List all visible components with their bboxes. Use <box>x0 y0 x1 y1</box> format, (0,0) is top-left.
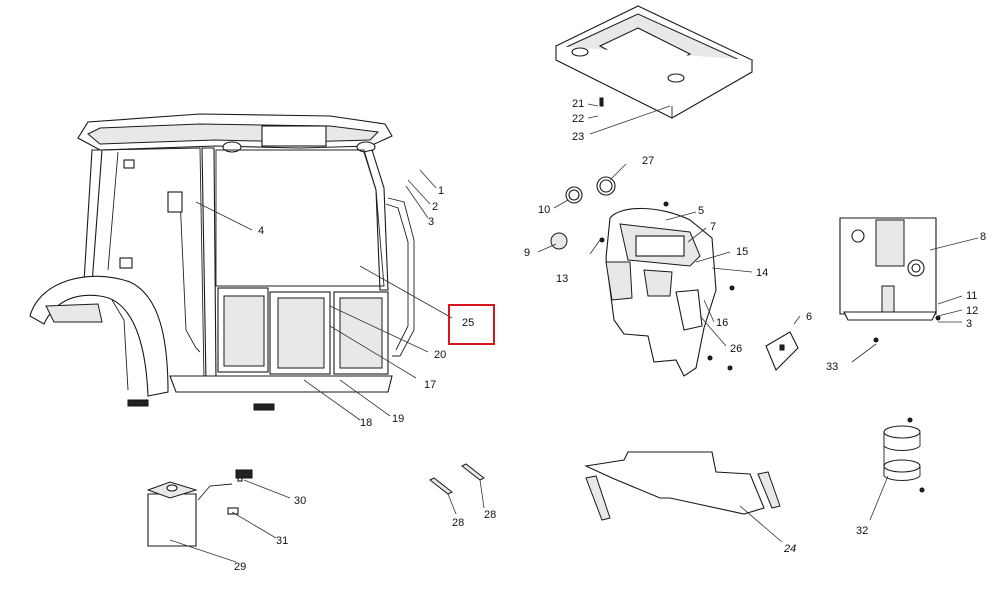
floor-mat <box>584 451 781 521</box>
callout-21: 21 <box>572 98 584 110</box>
callout-9: 9 <box>524 247 530 259</box>
callout-22: 22 <box>572 113 584 125</box>
callout-4: 4 <box>258 225 264 237</box>
dash-panel <box>599 201 735 377</box>
callout-12: 12 <box>966 305 978 317</box>
leader-lines <box>169 103 979 563</box>
access-cover <box>765 331 799 371</box>
brackets <box>429 463 485 495</box>
callout-5: 5 <box>698 205 704 217</box>
rear-panel <box>839 217 941 343</box>
callout-24: 24 <box>783 543 796 555</box>
callout-11: 11 <box>966 290 977 302</box>
roof-headliner <box>554 5 754 119</box>
callout-33: 33 <box>826 361 838 373</box>
callout-31: 31 <box>276 535 288 547</box>
callout-8: 8 <box>980 231 986 243</box>
callout-18: 18 <box>360 417 372 429</box>
gauge-rings <box>550 176 616 250</box>
callout-23: 23 <box>572 131 584 143</box>
callout-26: 26 <box>730 343 742 355</box>
callout-7: 7 <box>710 221 716 233</box>
switch-part <box>235 469 253 482</box>
callout-29: 29 <box>234 561 246 573</box>
callout-14: 14 <box>756 267 768 279</box>
callout-10: 10 <box>538 204 550 216</box>
highlight-box <box>448 304 495 345</box>
bracket-assembly <box>883 417 925 493</box>
callout-19: 19 <box>392 413 404 425</box>
reservoir <box>146 481 239 547</box>
callout-16: 16 <box>716 317 728 329</box>
callout-30: 30 <box>294 495 306 507</box>
cab-assembly <box>29 113 415 411</box>
callout-labels: 1 2 3 4 5 6 7 8 9 10 11 12 3 13 14 15 16… <box>234 98 986 573</box>
callout-13: 13 <box>556 273 568 285</box>
callout-6: 6 <box>806 311 812 323</box>
callout-15: 15 <box>736 246 748 258</box>
callout-32: 32 <box>856 525 868 537</box>
callout-1: 1 <box>438 185 444 197</box>
callout-28b: 28 <box>484 509 496 521</box>
callout-28a: 28 <box>452 517 464 529</box>
callout-20: 20 <box>434 349 446 361</box>
callout-2: 2 <box>432 201 438 213</box>
callout-17: 17 <box>424 379 436 391</box>
callout-25: 25 <box>462 317 474 329</box>
callout-3: 3 <box>428 216 434 228</box>
callout-3b: 3 <box>966 318 972 330</box>
callout-27: 27 <box>642 155 654 167</box>
